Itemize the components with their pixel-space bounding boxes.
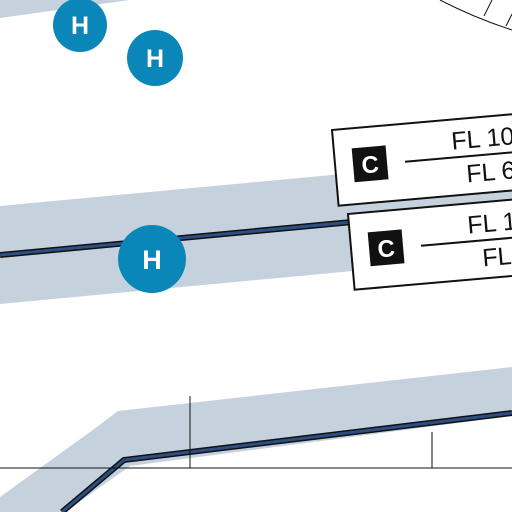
heliport-icon[interactable]: H xyxy=(127,30,183,86)
airspace-class-label[interactable]: C FL 10 FL 6 xyxy=(330,111,512,207)
altitude-divider xyxy=(404,149,512,163)
heliport-letter: H xyxy=(146,45,164,73)
airspace-class-label[interactable]: C FL 1 FL xyxy=(346,195,512,291)
heliport-icon[interactable]: H xyxy=(118,225,186,293)
class-badge-letter: C xyxy=(360,151,380,179)
airspace-boundary-arc xyxy=(439,0,512,31)
class-badge xyxy=(367,229,405,267)
airspace-boundary-tick-1 xyxy=(483,0,493,17)
heliport-letter: H xyxy=(142,245,162,275)
lower-altitude: FL 6 xyxy=(465,156,512,188)
altitude-divider xyxy=(420,233,512,247)
airspace-boundary-tick-2 xyxy=(505,13,512,27)
upper-altitude: FL 10 xyxy=(450,122,512,155)
corridor-bottom xyxy=(0,367,512,512)
class-badge xyxy=(351,145,389,183)
class-badge-letter: C xyxy=(376,235,396,263)
upper-altitude: FL 1 xyxy=(466,207,512,239)
route-line-bottom xyxy=(61,411,512,512)
lower-altitude: FL xyxy=(481,242,512,272)
heliport-icon[interactable]: H xyxy=(53,0,107,52)
heliport-letter: H xyxy=(71,12,89,40)
